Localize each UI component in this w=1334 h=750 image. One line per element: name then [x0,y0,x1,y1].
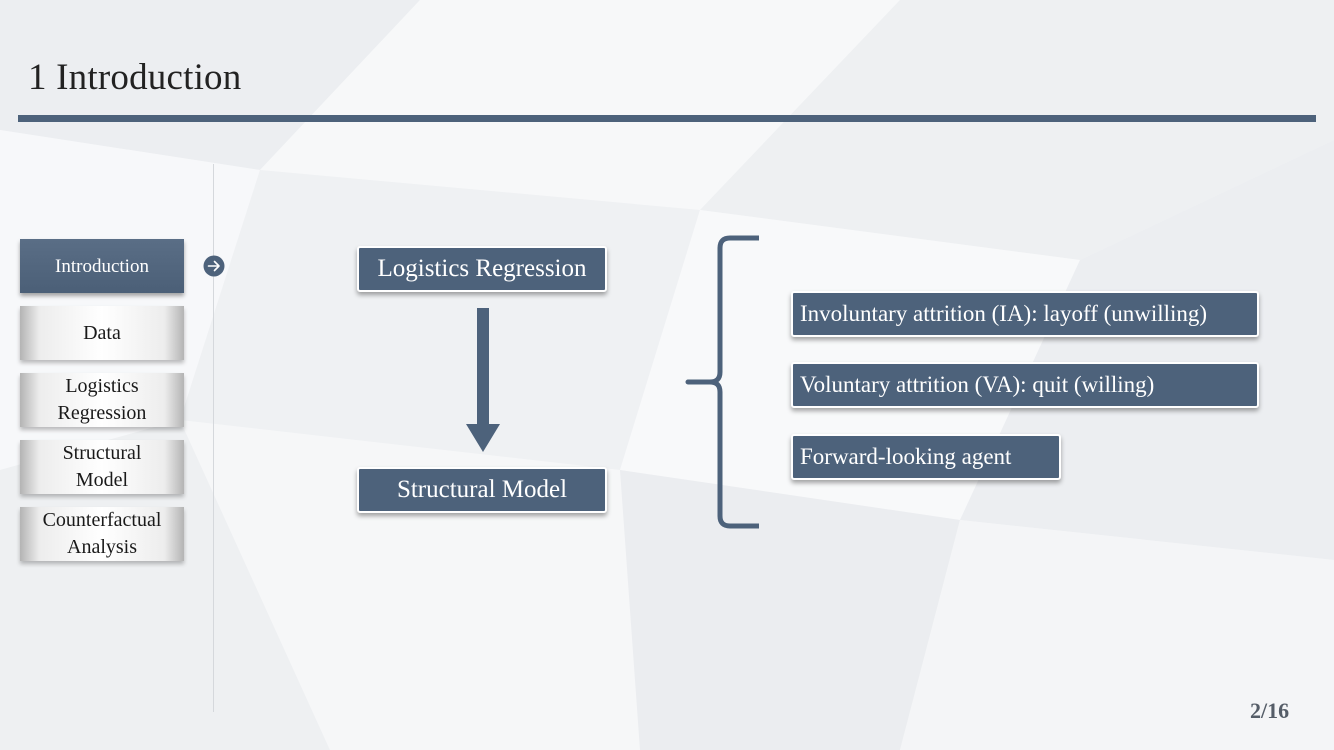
sidebar-item-structural-model[interactable]: Structural Model [20,440,184,494]
sidebar-item-counterfactual-analysis[interactable]: Counterfactual Analysis [20,507,184,561]
sidebar-divider [213,164,214,712]
logistics-regression-label: Logistics Regression [377,255,587,282]
circle-arrow-right-icon [203,255,225,277]
slide-title: 1 Introduction [28,57,242,98]
page-number: 2/16 [1250,698,1290,723]
involuntary-attrition-box: Involuntary attrition (IA): layoff (unwi… [791,291,1259,337]
sidebar-item-logistics-regression[interactable]: Logistics Regression [20,373,184,427]
involuntary-attrition-label: Involuntary attrition (IA): layoff (unwi… [800,301,1208,326]
sidebar-item-label: Data [83,321,121,344]
voluntary-attrition-box: Voluntary attrition (VA): quit (willing) [791,362,1259,408]
sidebar-item-label: Introduction [55,255,149,277]
logistics-regression-box: Logistics Regression [357,246,607,292]
sidebar-item-data[interactable]: Data [20,306,184,360]
sidebar-item-label: Counterfactual Analysis [42,509,162,558]
sidebar-item-label: Structural Model [62,442,142,491]
forward-looking-agent-label: Forward-looking agent [800,444,1012,469]
voluntary-attrition-label: Voluntary attrition (VA): quit (willing) [800,372,1155,397]
title-divider [18,115,1316,122]
forward-looking-agent-box: Forward-looking agent [791,434,1061,480]
sidebar-item-introduction[interactable]: Introduction [20,239,184,293]
structural-model-label: Structural Model [396,476,568,503]
sidebar-item-label: Logistics Regression [57,375,147,424]
down-arrow [466,308,500,452]
structural-model-box: Structural Model [357,467,607,513]
curly-brace [685,235,759,529]
